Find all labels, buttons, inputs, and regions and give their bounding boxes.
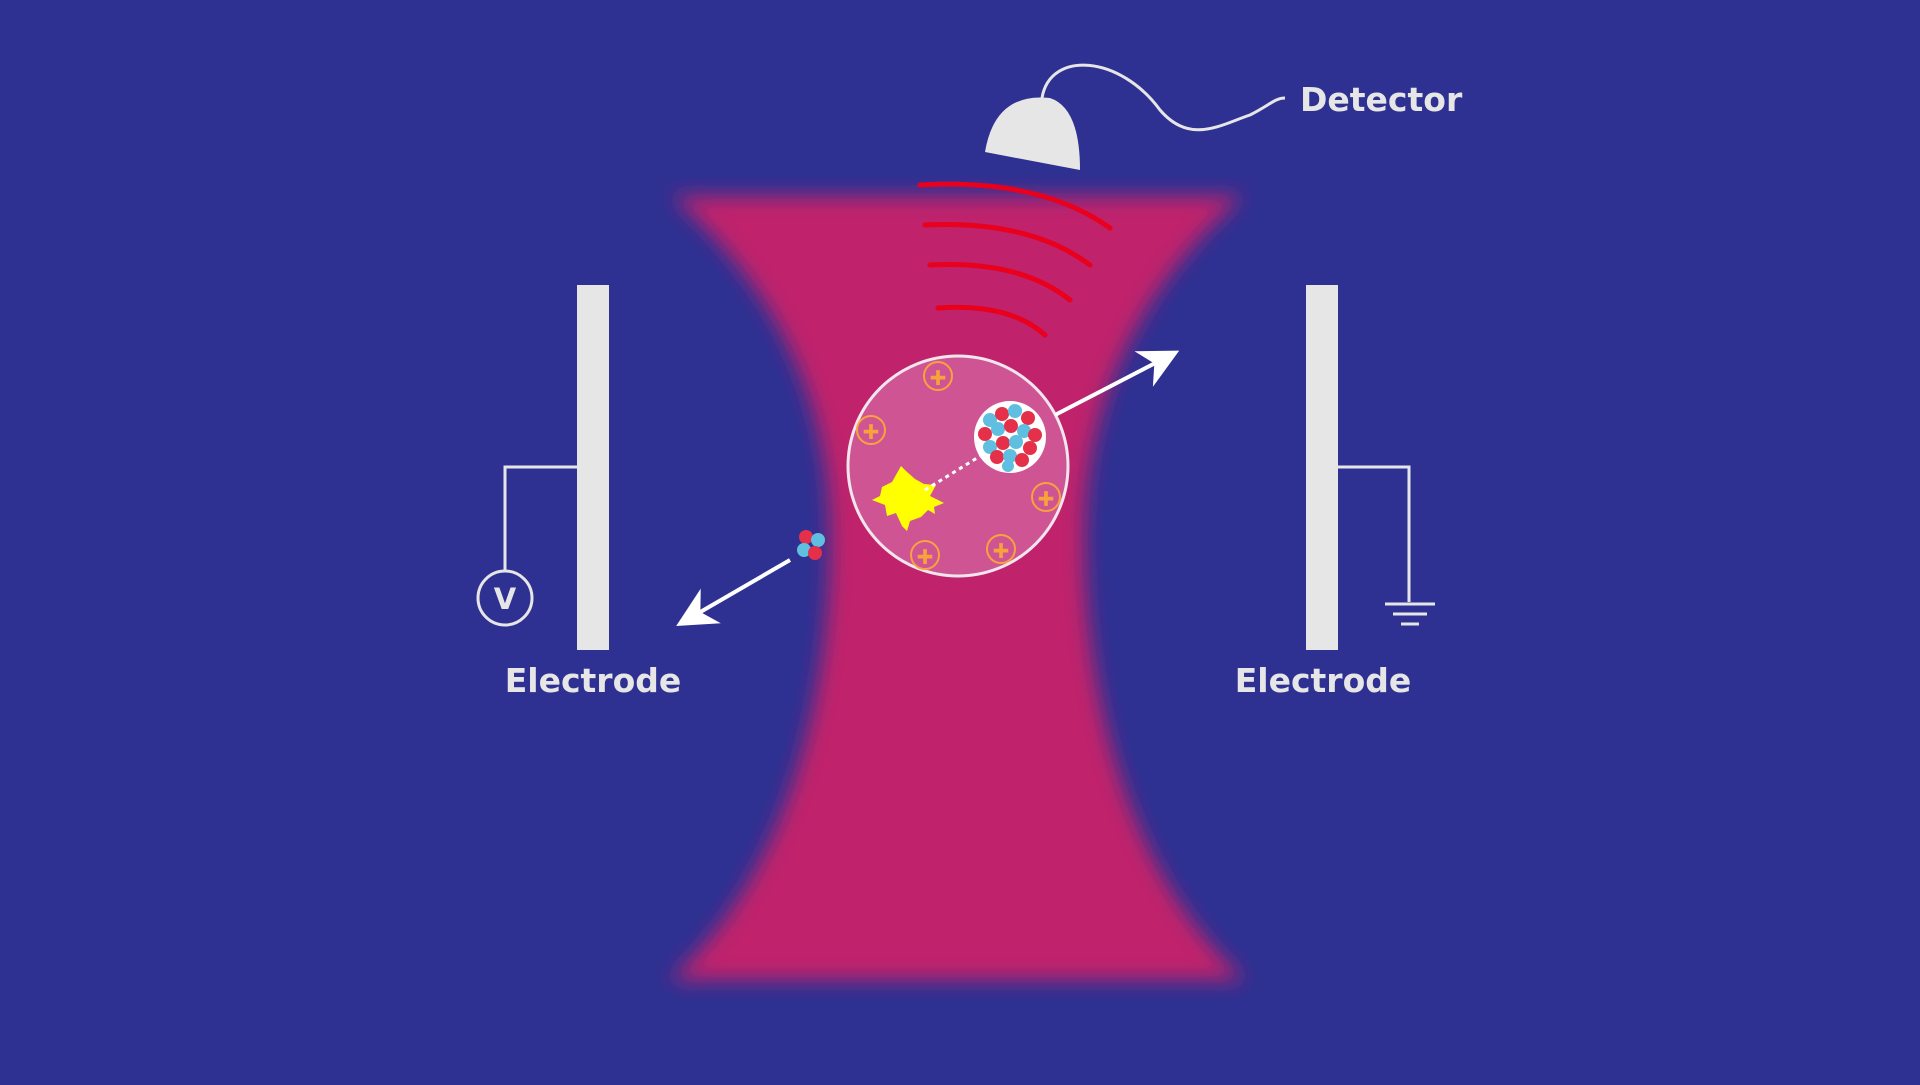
emission-waves bbox=[917, 181, 1113, 338]
wave-arc-3 bbox=[927, 261, 1073, 303]
wave-arc-1 bbox=[917, 181, 1113, 231]
spark-burst bbox=[872, 466, 944, 531]
right-electrode-label: Electrode bbox=[1235, 661, 1412, 700]
alpha-arrow bbox=[676, 558, 792, 627]
left-electrode-wire bbox=[503, 465, 577, 570]
voltmeter-symbol: V bbox=[494, 582, 517, 616]
voltmeter-icon bbox=[476, 569, 534, 627]
ion-2: + bbox=[856, 415, 886, 445]
svg-text:+: + bbox=[917, 544, 934, 568]
droplet-body bbox=[846, 354, 1070, 578]
svg-text:+: + bbox=[930, 365, 947, 389]
svg-text:+: + bbox=[863, 419, 880, 443]
ground-icon bbox=[1385, 602, 1435, 626]
left-electrode-plate bbox=[577, 285, 609, 650]
ion-4: + bbox=[910, 540, 940, 570]
ion-1: + bbox=[923, 361, 953, 391]
left-electrode-assembly: V Electrode bbox=[476, 285, 682, 700]
nucleons bbox=[978, 404, 1042, 472]
ion-group: + + + + + bbox=[856, 361, 1061, 570]
wave-arc-2 bbox=[922, 222, 1093, 268]
svg-text:+: + bbox=[1038, 486, 1055, 510]
nucleus-arrow bbox=[1054, 350, 1180, 417]
ion-5: + bbox=[986, 534, 1016, 564]
right-electrode-plate bbox=[1306, 285, 1338, 650]
detector: Detector bbox=[985, 63, 1463, 170]
right-electrode-assembly: Electrode bbox=[1235, 285, 1435, 700]
left-electrode-label: Electrode bbox=[505, 661, 682, 700]
alpha-particle bbox=[797, 530, 825, 560]
svg-text:+: + bbox=[993, 538, 1010, 562]
ion-3: + bbox=[1031, 482, 1061, 512]
wave-arc-4 bbox=[935, 304, 1048, 338]
right-electrode-wire bbox=[1338, 465, 1411, 602]
detector-cable bbox=[1040, 63, 1286, 132]
detector-label: Detector bbox=[1300, 80, 1463, 119]
laser-beam bbox=[670, 196, 1245, 980]
droplet: + + + + + bbox=[846, 354, 1070, 578]
detector-dome bbox=[985, 97, 1080, 170]
nucleus bbox=[974, 401, 1046, 473]
